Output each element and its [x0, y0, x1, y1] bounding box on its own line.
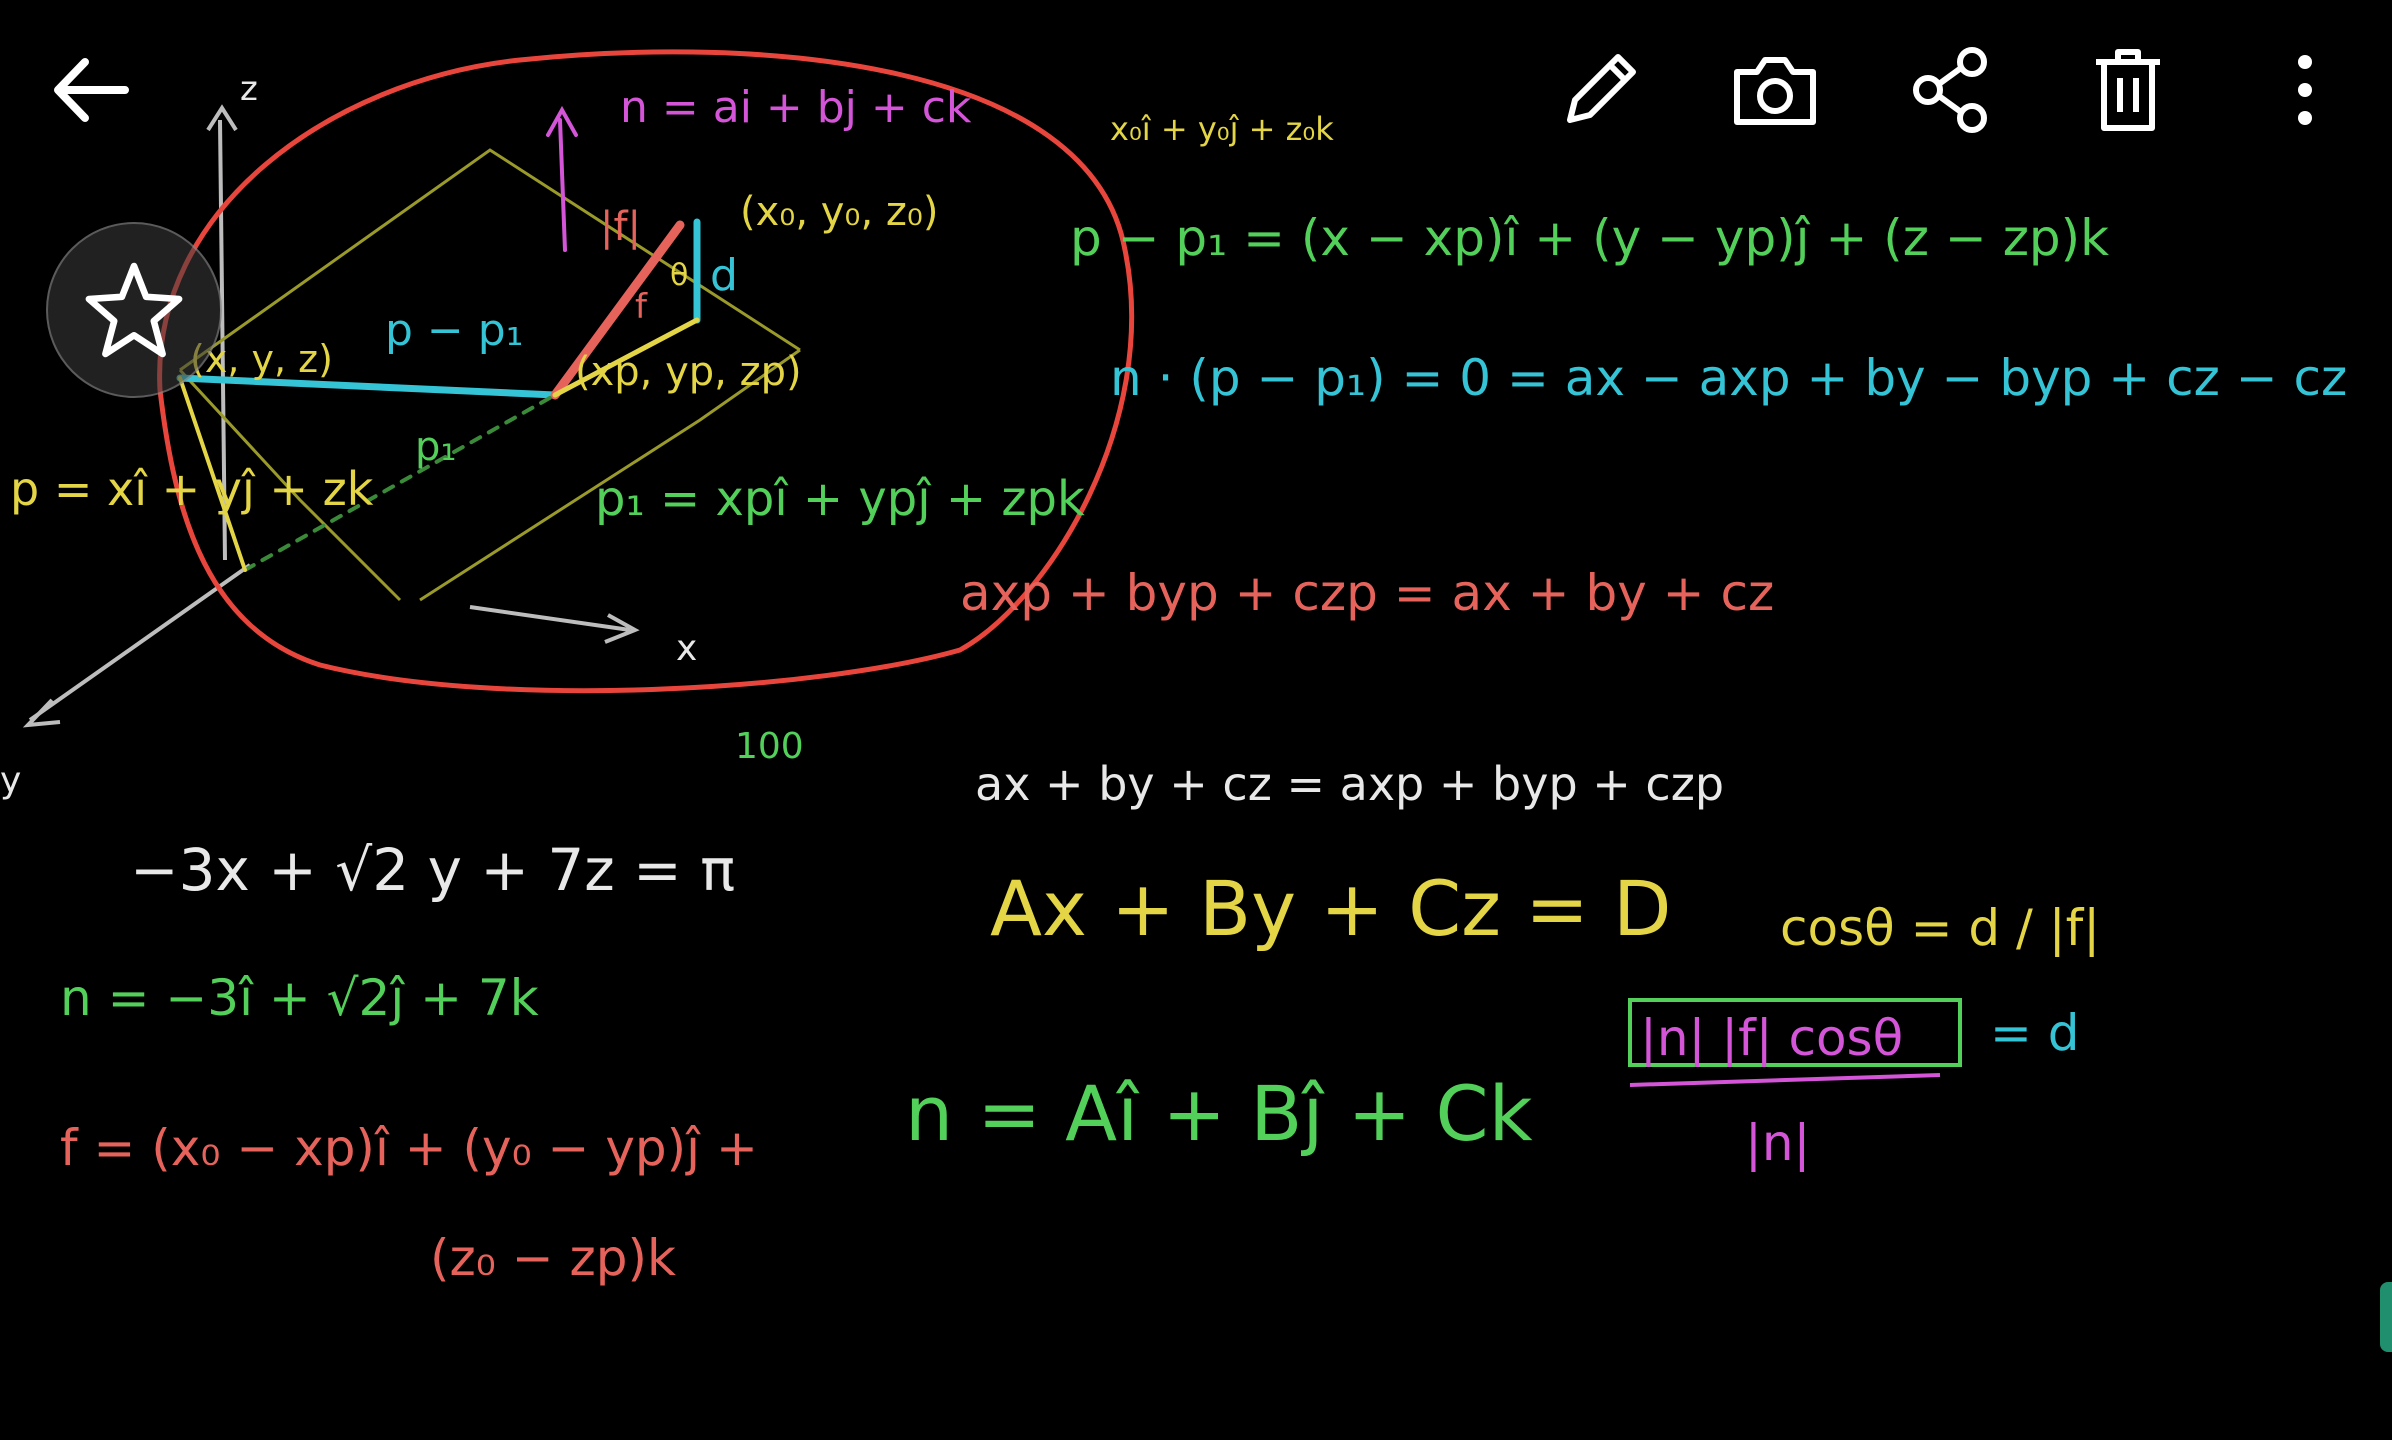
p-definition: p = xî + yĵ + zk [10, 462, 374, 516]
p-minus-p1-label: p − p₁ [385, 305, 523, 356]
projection-segment [552, 317, 700, 398]
p0-point-label: (x₀, y₀, z₀) [740, 189, 939, 235]
plane-rhs-note: 100 [735, 726, 804, 767]
normal-vector-arrow [546, 105, 578, 137]
cos-theta-equation: cosθ = d / |f| [1780, 899, 2100, 957]
x-axis-line [469, 605, 631, 632]
fraction-numerator: |n| |f| cosθ [1640, 1009, 1903, 1067]
star-icon [85, 262, 183, 358]
x-axis-arrow [604, 613, 640, 644]
normal-vector [558, 118, 567, 252]
trash-icon [2096, 49, 2160, 131]
p1-vector [243, 393, 557, 572]
p1-vector-label: p₁ [415, 424, 456, 470]
arrow-left-icon [54, 58, 129, 122]
camera-button[interactable] [1715, 30, 1835, 150]
f-magnitude-label: |f| [600, 204, 641, 250]
y-axis-line [28, 563, 252, 722]
f-letter-label: f [635, 287, 648, 327]
edit-button[interactable] [1540, 30, 1660, 150]
edge-panel-handle[interactable] [2380, 1282, 2392, 1352]
n-dot-equation: n · (p − p₁) = 0 = ax − axp + by − byp +… [1110, 349, 2347, 407]
expanded-equation: axp + byp + czp = ax + by + cz [960, 564, 1774, 622]
f-vector [550, 220, 685, 400]
back-button[interactable] [30, 30, 150, 150]
y-axis-label: y [0, 760, 21, 801]
ax-by-cz-equation: ax + by + cz = axp + byp + czp [975, 757, 1724, 811]
share-icon [1913, 47, 1987, 133]
share-button[interactable] [1890, 30, 2010, 150]
fraction-bar [1629, 1073, 1941, 1087]
equals-d: = d [1990, 1004, 2080, 1062]
delete-button[interactable] [2068, 30, 2188, 150]
more-vert-icon [2298, 55, 2312, 125]
n-capital-equation: n = Aî + Bĵ + Ck [905, 1069, 1533, 1158]
capital-plane-equation: Ax + By + Cz = D [990, 864, 1672, 953]
p0-coords-top: x₀î + y₀ĵ + z₀k [1110, 110, 1334, 148]
plane-example-equation: −3x + √2 y + 7z = π [130, 836, 735, 904]
f-definition-line2: (z₀ − zp)k [430, 1229, 676, 1287]
p-minus-p1-vector [176, 374, 559, 399]
y-axis-arrow [22, 698, 61, 728]
vectors [176, 105, 701, 572]
z-axis-arrow [206, 104, 238, 132]
more-options-button[interactable] [2245, 30, 2365, 150]
boxed-product [1628, 998, 1962, 1067]
p1-definition: p₁ = xpî + ypĵ + zpk [595, 471, 1085, 527]
f-definition-line1: f = (x₀ − xp)î + (y₀ − yp)ĵ + [60, 1119, 758, 1177]
highlight-circle [157, 49, 1135, 694]
p-vector [178, 376, 247, 572]
x-axis-label: x [676, 628, 697, 669]
fraction-denominator: |n| [1745, 1114, 1810, 1172]
n-example-equation: n = −3î + √2ĵ + 7k [60, 969, 539, 1027]
z-axis-label: z [240, 69, 258, 109]
pencil-icon [1567, 54, 1636, 123]
p-minus-p1-equation: p − p₁ = (x − xp)î + (y − yp)ĵ + (z − zp… [1070, 209, 2109, 267]
camera-icon [1734, 57, 1816, 125]
axes [22, 104, 640, 728]
n-definition: n = ai + bj + ck [620, 82, 972, 133]
favorite-button[interactable] [46, 222, 222, 398]
xp-point-label: (xp, yp, zp) [575, 349, 802, 395]
theta-label: θ [670, 258, 688, 293]
d-label: d [710, 250, 738, 301]
